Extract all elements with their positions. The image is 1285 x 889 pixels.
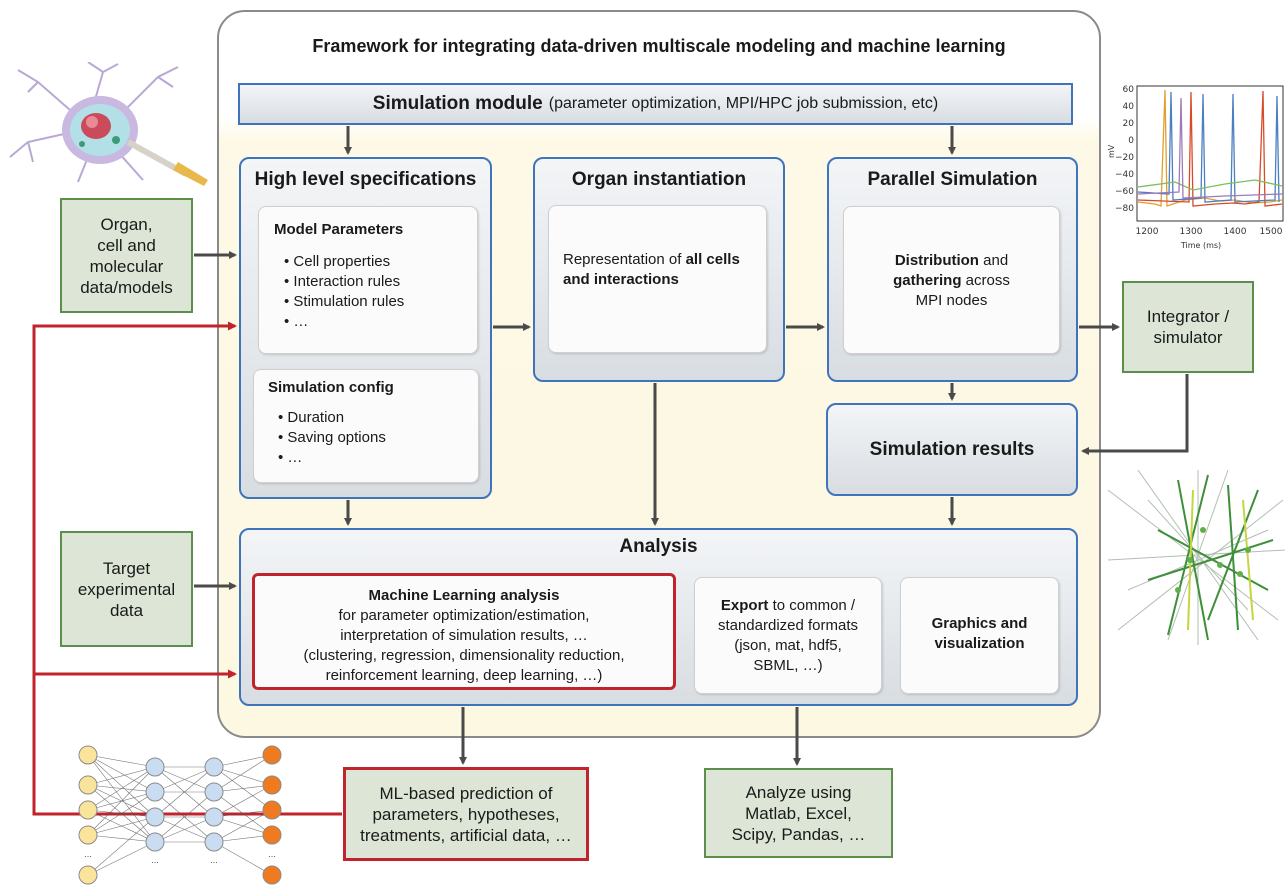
xtick-label: 1400 <box>1224 227 1247 237</box>
organ-representation-card: Representation of all cells and interact… <box>548 205 767 353</box>
ytick-label: 60 <box>1123 85 1135 95</box>
export-line: (json, mat, hdf5, <box>734 637 842 654</box>
simulation-module-bar: Simulation module (parameter optimizatio… <box>238 83 1073 125</box>
nn-ellipsis: ... <box>84 850 92 859</box>
network-visualization <box>1108 470 1285 645</box>
organ-representation-bold: all cells and interactions <box>563 251 740 288</box>
nn-ellipsis: ... <box>210 856 218 865</box>
distribution-line-1: Distribution and <box>894 252 1009 269</box>
red-feedback-to-spec <box>32 321 342 816</box>
simulation-module-detail: (parameter optimization, MPI/HPC job sub… <box>548 95 939 112</box>
ml-analysis-line: for parameter optimization/estimation, <box>338 607 590 624</box>
ml-analysis-line: interpretation of simulation results, … <box>340 627 588 644</box>
list-item: Cell properties <box>284 252 477 272</box>
distribution-line-3: MPI nodes <box>915 292 988 309</box>
model-parameters-list: Cell properties Interaction rules Stimul… <box>274 252 477 332</box>
simulation-config-card: Simulation config Duration Saving option… <box>253 369 479 483</box>
distribution-card: Distribution and gathering across MPI no… <box>843 206 1060 354</box>
neural-network-illustration: ... ... ... ... <box>78 745 282 885</box>
ml-prediction-box: ML-based prediction of parameters, hypot… <box>343 767 589 861</box>
ytick-label: 20 <box>1123 119 1135 129</box>
high-level-specifications-title: High level specifications <box>254 169 477 190</box>
simulation-module-title: Simulation module <box>372 93 543 114</box>
list-item: Interaction rules <box>284 272 477 292</box>
neuron-illustration <box>9 62 208 186</box>
organ-data-box: Organ, cell and molecular data/models <box>60 198 193 313</box>
ml-analysis-title: Machine Learning analysis <box>368 587 560 604</box>
ytick-label: −40 <box>1115 170 1134 180</box>
graphics-card: Graphics and visualization <box>900 577 1059 694</box>
graphics-line-2: visualization <box>934 635 1025 652</box>
simulation-results-title: Simulation results <box>869 438 1035 460</box>
ytick-label: −20 <box>1115 153 1134 163</box>
export-line: SBML, …) <box>753 657 823 674</box>
xtick-label: 1300 <box>1180 227 1203 237</box>
simulation-config-list: Duration Saving options … <box>268 408 478 468</box>
nn-ellipsis: ... <box>268 850 276 859</box>
list-item: … <box>278 448 478 468</box>
export-line-1: Export to common / <box>720 597 856 614</box>
list-item: Duration <box>278 408 478 428</box>
simulation-config-title: Simulation config <box>268 379 394 396</box>
target-data-box: Target experimental data <box>60 531 193 647</box>
list-item: … <box>284 312 477 332</box>
nn-ellipsis: ... <box>151 856 159 865</box>
ml-analysis-card: Machine Learning analysis for parameter … <box>252 573 676 690</box>
voltage-trace-plot: 60 40 20 0 −20 −40 −60 −80 mV 1200 1300 … <box>1107 85 1284 250</box>
model-parameters-card: Model Parameters Cell properties Interac… <box>258 206 478 354</box>
analyze-using-box: Analyze using Matlab, Excel, Scipy, Pand… <box>704 768 893 858</box>
list-item: Saving options <box>278 428 478 448</box>
organ-representation-text: Representation of <box>563 251 686 268</box>
ytick-label: 0 <box>1128 136 1134 146</box>
model-parameters-title: Model Parameters <box>274 221 404 238</box>
ml-analysis-line: (clustering, regression, dimensionality … <box>303 647 625 664</box>
organ-instantiation-title: Organ instantiation <box>571 169 747 190</box>
graphics-line-1: Graphics and <box>931 615 1028 632</box>
export-card: Export to common / standardized formats … <box>694 577 882 694</box>
xtick-label: 1200 <box>1136 227 1159 237</box>
arrow-integrator-to-results <box>1081 374 1189 455</box>
ytick-label: 40 <box>1123 102 1135 112</box>
parallel-simulation-title: Parallel Simulation <box>867 169 1038 190</box>
xtick-label: 1500 <box>1260 227 1283 237</box>
framework-title: Framework for integrating data-driven mu… <box>312 36 1006 56</box>
ytick-label: −80 <box>1115 204 1134 214</box>
ytick-label: −60 <box>1115 187 1134 197</box>
export-line: standardized formats <box>717 617 859 634</box>
simulation-results-box: Simulation results <box>826 403 1078 496</box>
distribution-line-2: gathering across <box>893 272 1010 289</box>
analysis-title: Analysis <box>619 536 698 557</box>
ml-analysis-line: reinforcement learning, deep learning, …… <box>325 667 603 684</box>
xlabel: Time (ms) <box>1180 241 1221 250</box>
list-item: Stimulation rules <box>284 292 477 312</box>
ylabel: mV <box>1107 144 1116 158</box>
integrator-box: Integrator / simulator <box>1122 281 1254 373</box>
